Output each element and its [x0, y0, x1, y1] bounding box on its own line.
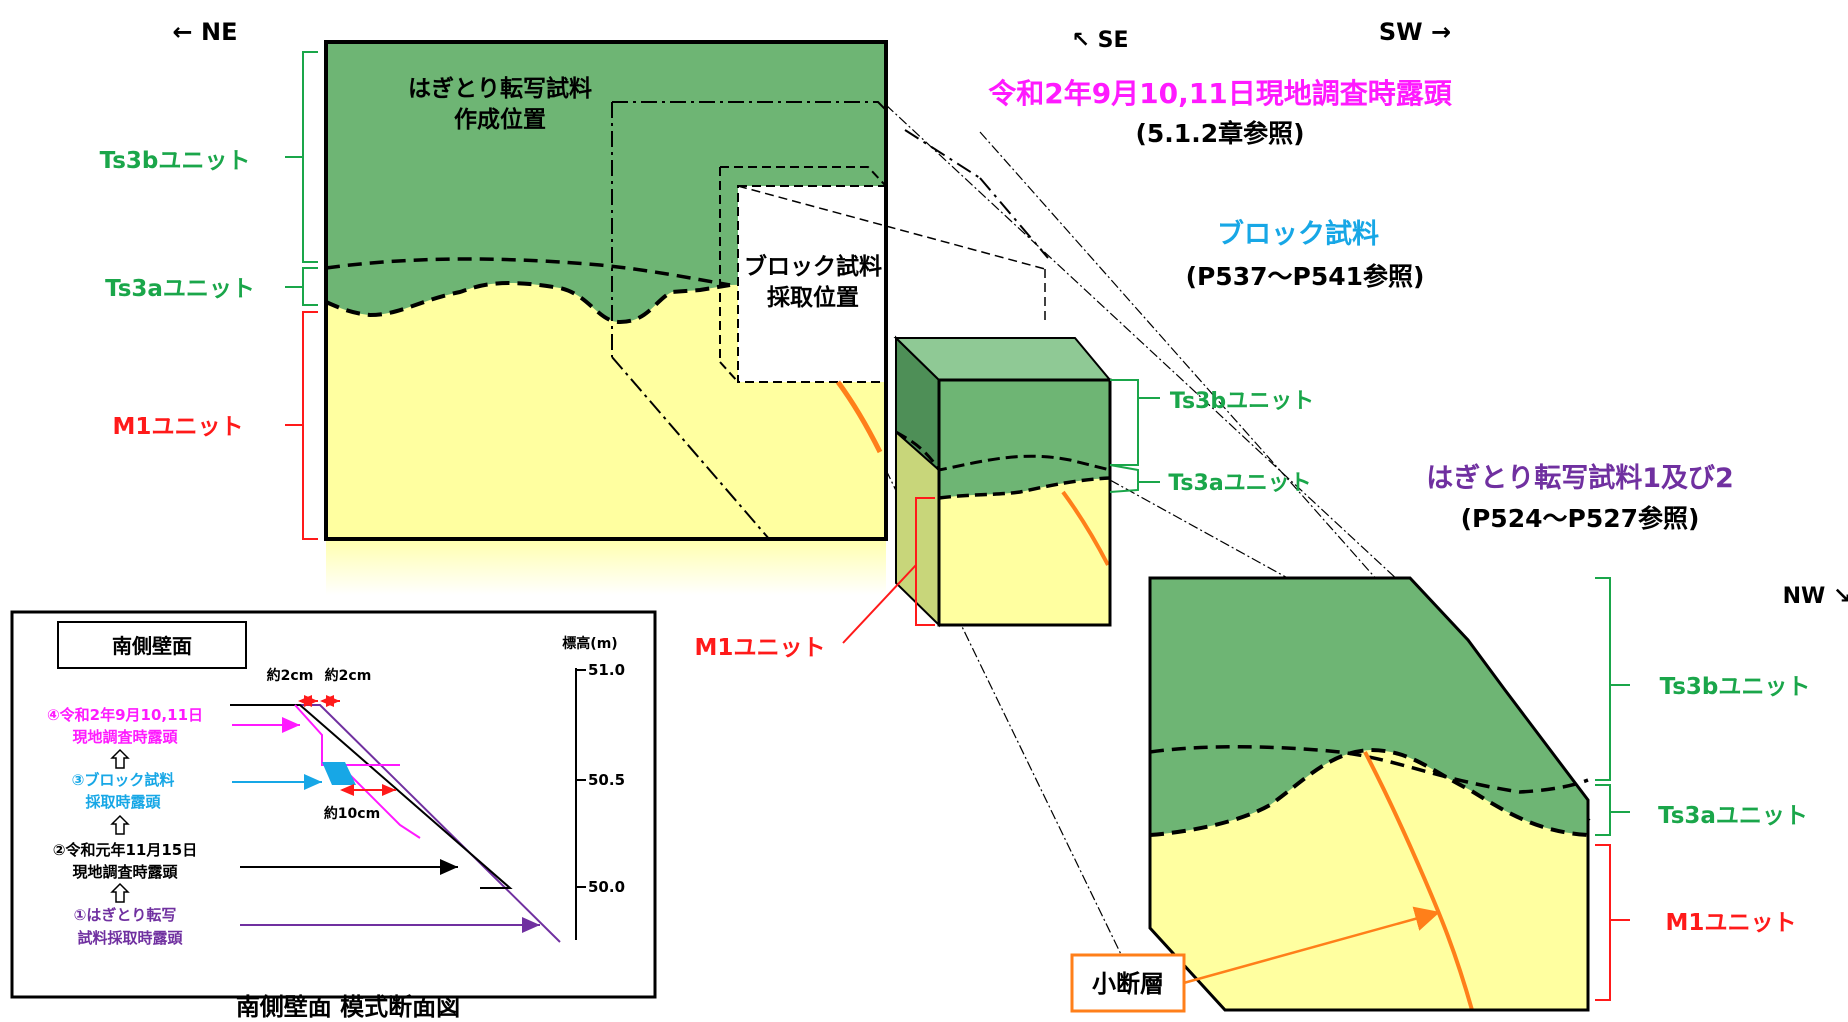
- fault-callout-arrow: [1179, 906, 1441, 986]
- block-box-projection: [737, 185, 1046, 270]
- direction-sw: SW →: [1379, 18, 1451, 46]
- inset-dim-label-a: 約2cm: [267, 667, 314, 684]
- block-box-top: [720, 166, 887, 187]
- inset-title: 南側壁面: [112, 634, 192, 658]
- inset-up-arrow-icon: [110, 748, 130, 769]
- inset-cross-section: 南側壁面 標高(m) 51.0 50.5 50.0 約2cm 約2cm 約10c…: [10, 610, 657, 999]
- main-ts3b-label: Ts3bユニット: [100, 148, 251, 174]
- peel-box-top: [612, 101, 887, 111]
- inset-profile-2020: [294, 704, 421, 839]
- block-position-label-1: ブロック試料: [744, 253, 882, 280]
- main-m1-label: M1ユニット: [113, 414, 244, 440]
- fault-callout-box: [1070, 953, 1186, 1013]
- projection-line: [885, 104, 1401, 583]
- main-wall: はぎとり転写試料 作成位置 ブロック試料 採取位置: [324, 40, 1046, 595]
- block-fault: [1061, 490, 1110, 566]
- projection-line: [904, 129, 981, 179]
- peel-box-diagonal: [611, 356, 771, 541]
- projection-line: [979, 131, 1591, 821]
- block-m1-leader: [842, 564, 917, 644]
- inset-step-2-line1: ②令和元年11月15日: [53, 841, 197, 859]
- block-m1-label: M1ユニット: [695, 635, 826, 661]
- peel-ts3: [1150, 578, 1588, 835]
- block-title: ブロック試料: [1217, 218, 1379, 250]
- block-m1-bracket: [915, 497, 935, 626]
- inset-tick-label: 50.5: [588, 771, 625, 789]
- peel-ts3a-bracket: [1595, 784, 1630, 836]
- inset-profile-block: [322, 762, 356, 785]
- inset-step-1-line2: 試料採取時露頭: [77, 929, 183, 947]
- outcrop-title: 令和2年9月10,11日現地調査時露頭: [988, 77, 1453, 110]
- block-ts3b-ts3a-boundary: [895, 430, 1111, 472]
- block-ts3b-label: Ts3bユニット: [1170, 389, 1314, 414]
- peel-fault: [1363, 751, 1474, 1011]
- inset-dim-label-c: 約10cm: [324, 805, 380, 822]
- peel-title: はぎとり転写試料1及び2: [1426, 462, 1734, 494]
- block-ts3a-bracket: [1109, 464, 1139, 493]
- main-wall-brackets: [285, 51, 318, 540]
- peel-position-label-1: はぎとり転写試料: [408, 75, 592, 102]
- outcrop-reference: (5.1.2章参照): [1135, 119, 1304, 148]
- main-wall-ts3b-ts3a-boundary: [325, 257, 731, 287]
- inset-axis-title: 標高(m): [562, 635, 617, 652]
- inset-dim-label-b: 約2cm: [325, 667, 372, 684]
- main-ts3a-label: Ts3aユニット: [105, 276, 255, 302]
- peel-ts3a-label: Ts3aユニット: [1658, 803, 1808, 829]
- inset-caption: 南側壁面 模式断面図: [236, 993, 460, 1021]
- inset-tick-label: 50.0: [588, 878, 625, 896]
- block-ts3b-bracket: [1110, 379, 1139, 466]
- main-ts3a-bracket: [285, 267, 318, 306]
- direction-ne: ← NE: [173, 18, 238, 46]
- block-reference: (P537～P541参照): [1186, 262, 1425, 291]
- block-ts3a-label: Ts3aユニット: [1168, 471, 1311, 496]
- main-wall-ts3a-m1-boundary: [325, 281, 731, 325]
- peel-reference: (P524～P527参照): [1461, 504, 1700, 533]
- projection-line: [885, 469, 1149, 1011]
- block-front-ts3: [939, 380, 1110, 498]
- main-m1-bracket: [285, 311, 318, 540]
- block-position-label-2: 採取位置: [767, 284, 859, 311]
- main-wall-fault: [835, 380, 883, 454]
- peel-ts3b-ts3a-boundary: [1149, 745, 1589, 794]
- inset-step-3-line2: 採取時露頭: [85, 793, 161, 811]
- block-front-frame: [937, 378, 1112, 627]
- block-sample-position: [737, 185, 887, 383]
- fault-label: 小断層: [1092, 970, 1164, 998]
- inset-profile-2019: [230, 704, 513, 889]
- inset-step-1-line1: ①はぎとり転写: [74, 906, 177, 924]
- inset-step-4-line2: 現地調査時露頭: [72, 728, 178, 746]
- block-ts3a-m1-boundary: [938, 476, 1111, 500]
- inset-step-4-line1: ④令和2年9月10,11日: [47, 706, 203, 724]
- inset-tick-label: 51.0: [588, 661, 625, 679]
- main-wall-frame: [324, 40, 888, 541]
- direction-nw: NW ↘: [1783, 584, 1848, 609]
- inset-up-arrow-icon: [110, 882, 130, 903]
- peel-m1-bracket: [1595, 844, 1630, 1001]
- direction-se: ↖ SE: [1072, 28, 1129, 53]
- peel-sample: 小断層: [1070, 576, 1630, 1013]
- inset-step-3-line1: ③ブロック試料: [72, 771, 175, 789]
- inset-frame: [10, 610, 657, 999]
- block-sample: [842, 335, 1160, 644]
- peel-ts3b-label: Ts3bユニット: [1660, 674, 1811, 700]
- block-box-corner: [719, 361, 739, 383]
- inset-step-2-line2: 現地調査時露頭: [72, 863, 178, 881]
- peel-m1-label: M1ユニット: [1666, 910, 1797, 936]
- main-ts3b-bracket: [285, 51, 318, 263]
- inset-up-arrow-icon: [110, 814, 130, 835]
- inset-title-box: [57, 621, 247, 669]
- peel-ts3b-bracket: [1595, 577, 1630, 781]
- peel-position-label-2: 作成位置: [454, 106, 546, 133]
